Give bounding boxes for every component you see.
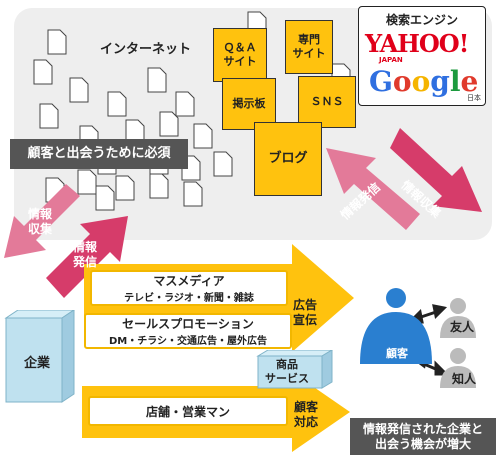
left-collect-label: 情報 収集	[28, 207, 53, 236]
sales-promo-title: セールスプロモーション	[122, 317, 254, 331]
mass-media-box: マスメディア テレビ・ラジオ・新聞・雑誌	[90, 270, 288, 306]
sns-doc: ＳＮＳ	[298, 76, 356, 128]
internet-caption: 顧客と出会うために必須	[10, 139, 188, 169]
company-label: 企業	[23, 356, 50, 371]
internet-title: インターネット	[100, 42, 192, 57]
footer-caption: 情報発信された企業と 出会う機会が増大	[350, 418, 496, 455]
left-send-arrow	[46, 216, 128, 298]
acquaintance-label: 知人	[452, 372, 477, 386]
customer-label: 顧客	[386, 347, 408, 360]
acquaintance-icon	[440, 348, 476, 388]
right-send-arrow	[326, 148, 420, 230]
blog-doc: ブログ	[254, 122, 322, 196]
customer-icon	[360, 288, 432, 364]
friend-label: 友人	[450, 320, 475, 334]
google-logo-sub: 日本	[467, 94, 481, 102]
product-service-box	[256, 350, 333, 389]
yahoo-logo: YAHOO!	[365, 29, 469, 58]
store-sales-label: 店舗・営業マン	[145, 404, 230, 419]
search-engine-box: 検索エンジン YAHOO! JAPAN Google 日本	[358, 6, 486, 106]
left-collect-arrow	[4, 184, 80, 258]
specialty-site-doc: 専門 サイト	[285, 20, 333, 74]
people-icons	[360, 288, 476, 388]
right-collect-arrow	[390, 128, 482, 212]
google-logo: Google	[369, 65, 479, 98]
left-send-label: 情報 発信	[73, 240, 98, 269]
ad-pr-label: 広告 宣伝	[293, 298, 318, 327]
company-box	[4, 310, 75, 403]
search-engine-title: 検索エンジン	[385, 13, 458, 27]
sales-promo-sub: DM・チラシ・交通広告・屋外広告	[108, 336, 268, 347]
product-service-label: 商品 サービス	[265, 358, 309, 385]
store-sales-box: 店舗・営業マン	[88, 396, 288, 426]
mass-media-title: マスメディア	[153, 274, 225, 288]
bbs-doc: 掲示板	[222, 78, 276, 130]
qa-site-doc: Ｑ＆Ａ サイト	[213, 28, 267, 82]
friend-icon	[440, 298, 476, 338]
sales-promo-box: セールスプロモーション DM・チラシ・交通広告・屋外広告	[84, 313, 292, 349]
mass-media-sub: テレビ・ラジオ・新聞・雑誌	[124, 293, 254, 304]
customer-service-label: 顧客 対応	[294, 400, 319, 429]
yahoo-logo-sub: JAPAN	[379, 56, 403, 64]
